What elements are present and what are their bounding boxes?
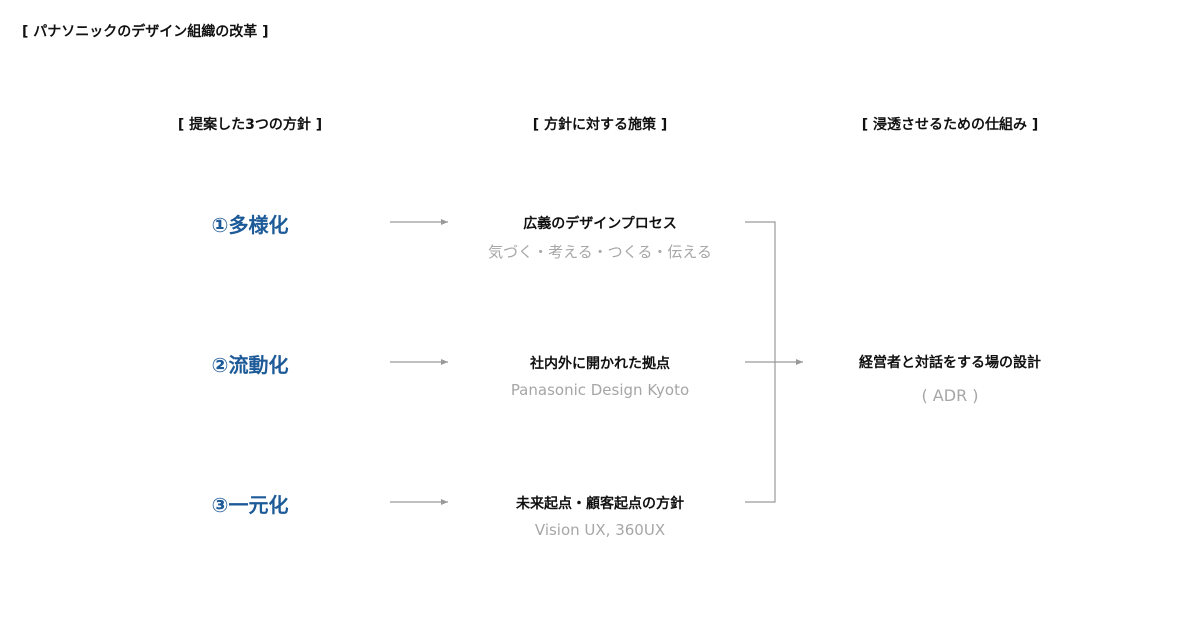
mechanism-title: 経営者と対話をする場の設計 (859, 355, 1041, 371)
mechanism-subtitle: ( ADR ) (921, 386, 979, 405)
measures-column-header: [ 方針に対する施策 ] (532, 117, 668, 133)
principle-fluidity: ②流動化 (211, 353, 289, 377)
measure-open-base: 社内外に開かれた拠点 Panasonic Design Kyoto (420, 353, 780, 399)
page-title: [ パナソニックのデザイン組織の改革 ] (22, 24, 269, 40)
measure-subtitle: Panasonic Design Kyoto (510, 381, 690, 399)
principles-column-header: [ 提案した3つの方針 ] (177, 117, 323, 133)
mechanism-dialogue-design: 経営者と対話をする場の設計 ( ADR ) (790, 352, 1110, 405)
measure-title: 社内外に開かれた拠点 (530, 356, 670, 372)
measure-title: 未来起点・顧客起点の方針 (516, 496, 684, 512)
principle-unification: ③一元化 (211, 493, 289, 517)
measure-title: 広義のデザインプロセス (523, 216, 677, 232)
measure-subtitle: 気づく・考える・つくる・伝える (488, 243, 712, 261)
measure-future-customer-policy: 未来起点・顧客起点の方針 Vision UX, 360UX (420, 493, 780, 539)
measure-design-process: 広義のデザインプロセス 気づく・考える・つくる・伝える (420, 213, 780, 262)
principle-diversification: ①多様化 (211, 213, 289, 237)
measure-subtitle: Vision UX, 360UX (534, 521, 666, 539)
mechanism-column-header: [ 浸透させるための仕組み ] (861, 117, 1039, 133)
